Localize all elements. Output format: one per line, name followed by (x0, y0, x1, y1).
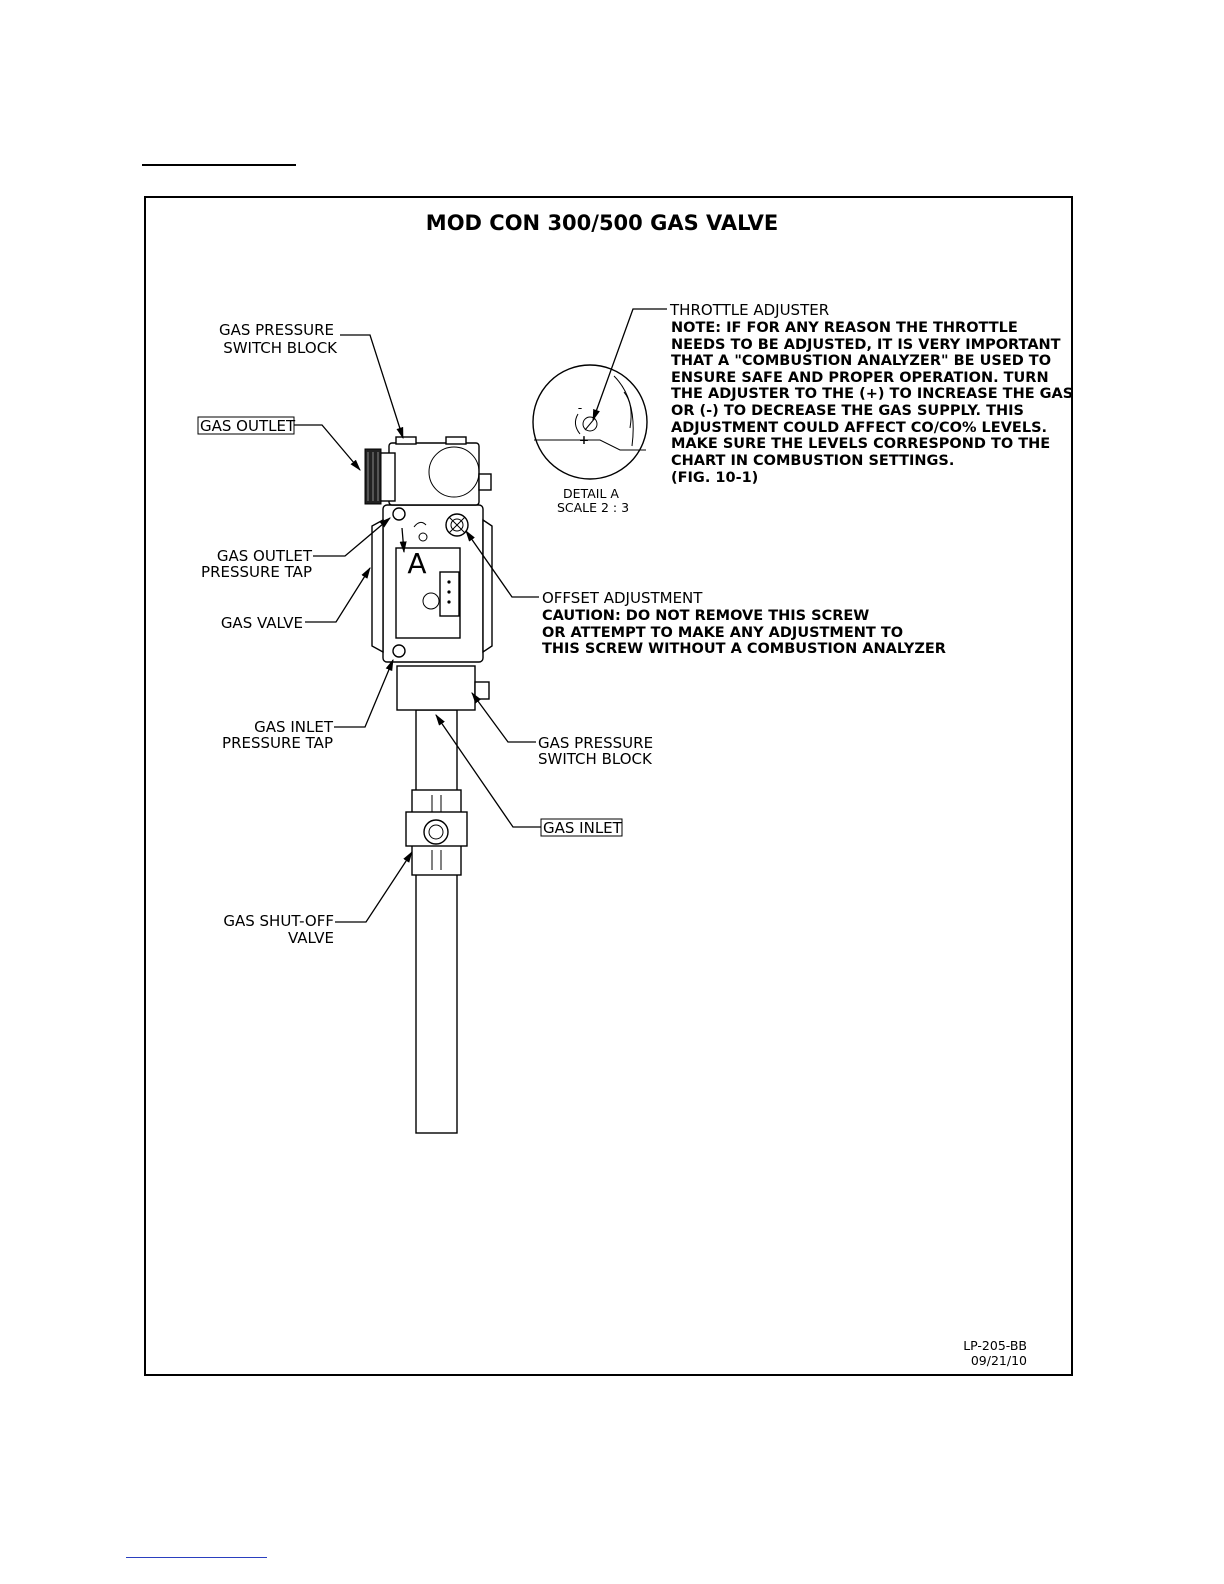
offset-caution-line2: OR ATTEMPT TO MAKE ANY ADJUSTMENT TO (542, 625, 903, 641)
label-gas-valve: GAS VALVE (221, 614, 303, 632)
gas-outlet-fitting (379, 452, 396, 502)
outlet-pressure-tap (392, 507, 406, 521)
valve-connector (439, 571, 460, 617)
throttle-screw (582, 416, 598, 432)
footnote-rule (126, 1557, 267, 1558)
throttle-note-line2: NEEDS TO BE ADJUSTED, IT IS VERY IMPORTA… (671, 337, 1061, 353)
label-gas-inlet: GAS INLET (543, 819, 623, 837)
label-gas-pressure-switch-block-top-line2: SWITCH BLOCK (223, 339, 338, 357)
offset-caution-line3: THIS SCREW WITHOUT A COMBUSTION ANALYZER (542, 641, 946, 657)
lower-switch-block (396, 665, 476, 711)
gas-inlet-label-box (540, 818, 623, 837)
drawing-number: LP-205-BB (963, 1338, 1027, 1353)
throttle-note-line5: THE ADJUSTER TO THE (+) TO INCREASE THE … (671, 386, 1073, 402)
throttle-note-line7: ADJUSTMENT COULD AFFECT CO/CO% LEVELS. (671, 420, 1047, 436)
throttle-note-line3: THAT A "COMBUSTION ANALYZER" BE USED TO (671, 353, 1051, 369)
label-gas-shutoff-valve-line2: VALVE (288, 929, 334, 947)
callout-labels: GAS PRESSURE SWITCH BLOCK GAS OUTLET GAS… (197, 301, 1073, 1368)
diagram-title: MOD CON 300/500 GAS VALVE (426, 211, 778, 235)
detail-a-circle (532, 364, 648, 480)
label-gas-inlet-pressure-tap-line2: PRESSURE TAP (222, 734, 333, 752)
label-gas-pressure-switch-block-bottom-line2: SWITCH BLOCK (538, 750, 653, 768)
detail-plus: + (579, 432, 589, 447)
drawing-date: 09/21/10 (971, 1353, 1027, 1368)
top-underline (142, 164, 296, 166)
label-gas-outlet: GAS OUTLET (200, 417, 296, 435)
gas-outlet-label-box (197, 416, 295, 435)
valve-assembly-drawing: A (364, 436, 493, 1134)
label-gas-outlet-pressure-tap-line2: PRESSURE TAP (201, 563, 312, 581)
label-throttle-adjuster: THROTTLE ADJUSTER (669, 301, 829, 319)
inlet-pipe (415, 709, 458, 1134)
inlet-pressure-tap (392, 644, 406, 658)
figure-frame (144, 196, 1073, 1376)
leader-lines (294, 308, 667, 923)
detail-minus: - (578, 400, 583, 415)
throttle-note-line10: (FIG. 10-1) (671, 470, 758, 486)
label-gas-shutoff-valve-line1: GAS SHUT-OFF (223, 912, 334, 930)
throttle-note-line9: CHART IN COMBUSTION SETTINGS. (671, 453, 954, 469)
throttle-note-line1: NOTE: IF FOR ANY REASON THE THROTTLE (671, 320, 1018, 336)
throttle-note-line6: OR (-) TO DECREASE THE GAS SUPPLY. THIS (671, 403, 1024, 419)
label-gas-pressure-switch-block-bottom-line1: GAS PRESSURE (538, 734, 653, 752)
upper-switch-block (388, 442, 480, 506)
detail-a-view: - + DETAIL A SCALE 2 : 3 (532, 364, 648, 515)
shutoff-valve-knob (423, 819, 449, 845)
offset-caution-line1: CAUTION: DO NOT REMOVE THIS SCREW (542, 608, 869, 624)
label-offset-adjustment: OFFSET ADJUSTMENT (542, 589, 703, 607)
throttle-note-line4: ENSURE SAFE AND PROPER OPERATION. TURN (671, 370, 1049, 386)
label-gas-inlet-pressure-tap-line1: GAS INLET (254, 718, 334, 736)
detail-name: DETAIL A (563, 486, 619, 501)
label-gas-outlet-pressure-tap-line1: GAS OUTLET (217, 547, 313, 565)
detail-marker-a: A (407, 547, 426, 580)
label-gas-pressure-switch-block-top-line1: GAS PRESSURE (219, 321, 334, 339)
detail-scale: SCALE 2 : 3 (557, 500, 629, 515)
throttle-note-line8: MAKE SURE THE LEVELS CORRESPOND TO THE (671, 436, 1050, 452)
